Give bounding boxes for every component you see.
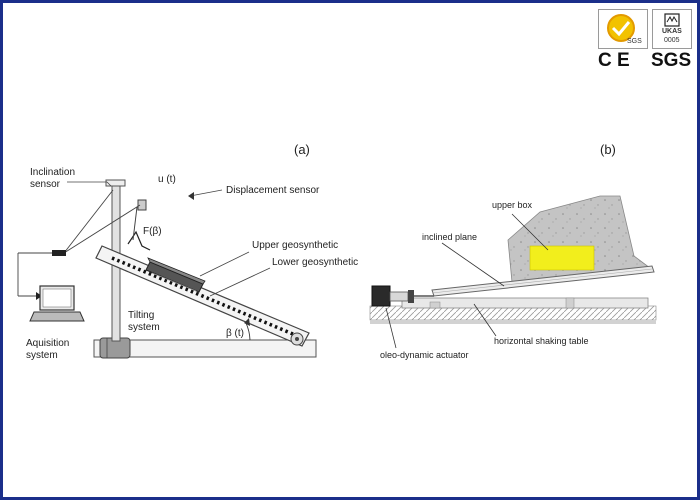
inclined-plane-mid (431, 268, 653, 294)
upper-box-label: upper box (492, 200, 533, 210)
actuator-body (371, 285, 391, 307)
tilting-system-label-2: system (128, 322, 160, 333)
upper-geosynthetic-label: Upper geosynthetic (252, 240, 338, 251)
inclination-leader-tip (106, 181, 112, 187)
actuator-leader (385, 307, 397, 349)
u-t-label: u (t) (158, 174, 176, 185)
actuator-rod (389, 291, 409, 302)
inclination-sensor-label-2: sensor (30, 179, 61, 190)
shaking-table-leader (473, 303, 497, 337)
actuator-coupling (408, 290, 414, 303)
ukas-badge: UKAS 0005 (652, 9, 692, 49)
sgs-seal-icon (607, 14, 635, 42)
sensor-rod (132, 206, 138, 241)
connector-block (52, 250, 66, 256)
displacement-sensor-body (137, 199, 147, 211)
laptop-icon (29, 285, 85, 322)
ce-mark: C E (598, 50, 630, 71)
acquisition-system-label-2: system (26, 350, 58, 361)
actuator-label: oleo-dynamic actuator (380, 350, 469, 360)
table-support-right (565, 297, 575, 309)
panel-a-label: (a) (294, 142, 310, 157)
cable-arrowhead (36, 292, 42, 300)
cable-displacement (63, 204, 141, 254)
inclined-plane-label: inclined plane (422, 232, 477, 242)
sgs-badge-text: SGS (627, 38, 642, 45)
upper-geosynthetic-layer (147, 257, 206, 285)
box-inner-line (151, 272, 197, 292)
f-beta-label: F(β) (143, 226, 162, 237)
ukas-badge-text: UKAS (662, 28, 682, 35)
post-cap (105, 179, 126, 187)
cable-inclination (63, 189, 114, 254)
inclination-sensor-label-1: Inclination (30, 167, 75, 178)
table-support-left (429, 301, 441, 309)
tilting-system-label-1: Tilting (128, 310, 154, 321)
lower-geo-leader (209, 267, 271, 297)
pivot-center (295, 337, 299, 341)
upper-box-specimen (529, 245, 595, 271)
lower-geosynthetic-label: Lower geosynthetic (272, 257, 358, 268)
acquisition-system-label-1: Aquisition (26, 338, 69, 349)
force-curve (127, 230, 151, 251)
inclined-plane-leader (441, 242, 505, 287)
beta-t-label: β (t) (226, 328, 244, 339)
shaking-table-label: horizontal shaking table (494, 336, 589, 346)
beta-arrowhead (244, 318, 250, 326)
displacement-sensor-label: Displacement sensor (226, 185, 320, 196)
sgs-mark: SGS (651, 50, 692, 71)
upper-box-leader (511, 213, 549, 251)
upper-geo-leader (199, 251, 250, 277)
crown-icon (664, 13, 680, 27)
ukas-code-text: 0005 (664, 37, 680, 44)
shaking-table-frame (401, 297, 649, 309)
displacement-leader (189, 189, 223, 197)
ground-strip (370, 320, 656, 324)
base-plate (93, 339, 317, 358)
sgs-badge: SGS (598, 9, 648, 49)
displacement-arrowhead (188, 192, 194, 200)
panel-b-label: (b) (600, 142, 616, 157)
